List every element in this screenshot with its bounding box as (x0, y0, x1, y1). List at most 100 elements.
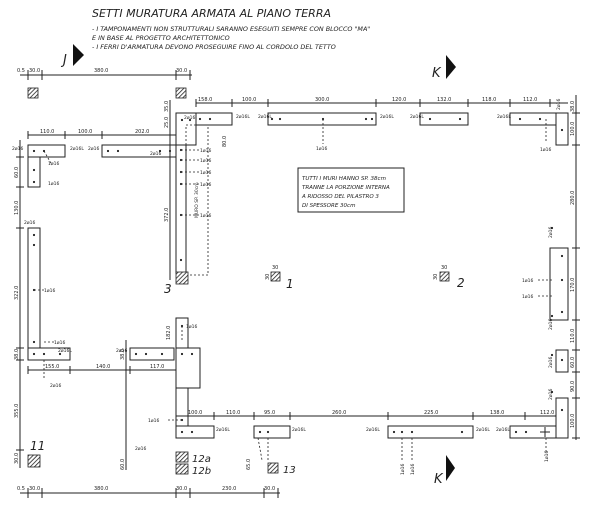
inner-wall-30cm (175, 144, 187, 274)
drawing-title: SETTI MURATURA ARMATA AL PIANO TERRA (92, 7, 331, 20)
svg-text:202.0: 202.0 (135, 129, 149, 135)
lower-left-dimensions: 155.0 140.0 117.0 (27, 364, 177, 374)
svg-text:118.0: 118.0 (482, 97, 496, 103)
svg-text:2ø16L: 2ø16L (58, 348, 72, 354)
svg-text:100.0: 100.0 (78, 129, 92, 135)
svg-text:112.0: 112.0 (523, 97, 537, 103)
svg-text:30.0: 30.0 (176, 486, 187, 492)
svg-text:2ø16L: 2ø16L (380, 114, 394, 120)
svg-text:TUTTI I MURI HANNO SP. 38cm: TUTTI I MURI HANNO SP. 38cm (302, 176, 386, 182)
svg-text:1ø16: 1ø16 (544, 451, 550, 462)
upper-left-dimensions: 110.0 100.0 202.0 (27, 129, 187, 139)
svg-text:38.0: 38.0 (120, 349, 126, 360)
svg-text:30.0: 30.0 (264, 486, 275, 492)
svg-text:TRANNE LA PORZIONE INTERNA: TRANNE LA PORZIONE INTERNA (302, 185, 390, 191)
upper-left-wall-a (27, 144, 66, 158)
svg-text:2ø16: 2ø16 (135, 446, 146, 452)
svg-text:1ø16: 1ø16 (200, 182, 211, 188)
svg-text:380.0: 380.0 (94, 486, 108, 492)
svg-text:100.0: 100.0 (188, 410, 202, 416)
pillar-top-left (27, 87, 39, 99)
svg-text:30: 30 (441, 265, 447, 271)
svg-text:1ø16: 1ø16 (522, 278, 533, 284)
svg-text:182.0: 182.0 (166, 326, 172, 340)
svg-text:132.0: 132.0 (437, 97, 451, 103)
svg-text:2ø16: 2ø16 (12, 146, 23, 152)
svg-text:K: K (434, 472, 444, 487)
svg-text:2ø16L: 2ø16L (70, 146, 84, 152)
bottom-rebars: 2ø16L 2ø16L 2ø16L 2ø16L 2ø16L 1ø16 1ø16 … (180, 427, 564, 475)
svg-text:A RIDOSSO DEL PILASTRO 3: A RIDOSSO DEL PILASTRO 3 (301, 194, 379, 200)
svg-text:38.0: 38.0 (14, 349, 20, 360)
upper-left-rebars: 2ø16 2ø16L 2ø16 1ø16 1ø16 (12, 146, 172, 187)
svg-text:35.0: 35.0 (164, 101, 170, 112)
svg-text:95.0: 95.0 (264, 410, 275, 416)
pillar-top-mid (175, 87, 187, 99)
inner-wall-label: MURO SP. 30cm (194, 182, 200, 218)
section-j-marker: J (60, 44, 84, 68)
svg-text:2: 2 (457, 276, 465, 290)
svg-text:1ø16: 1ø16 (410, 464, 416, 475)
svg-text:2ø16L: 2ø16L (476, 427, 490, 433)
svg-text:90.0: 90.0 (570, 381, 576, 392)
svg-text:30: 30 (265, 274, 271, 280)
svg-text:230.0: 230.0 (222, 486, 236, 492)
pillar-11-marker (27, 454, 41, 468)
right-walls: 1ø16 1ø16 2ø16 2ø16 2ø16 2ø16 2ø16 (522, 99, 569, 439)
pillar-12a-label: 12a (192, 454, 211, 465)
right-vertical-dimensions: 38.0 100.0 280.0 170.0 110.0 60.0 90.0 1… (570, 95, 580, 440)
lower-left-wall (27, 347, 71, 361)
inner-lower-rebars: 1ø16 1ø16 2ø16 182.0 38.0 60.0 65.0 (120, 324, 252, 470)
svg-text:80.0: 80.0 (222, 136, 228, 147)
svg-text:1ø16: 1ø16 (200, 148, 211, 154)
pillar-3-marker (175, 271, 189, 285)
svg-text:2ø16: 2ø16 (548, 389, 554, 400)
svg-text:2ø16L: 2ø16L (496, 427, 510, 433)
section-k-top-marker: K (432, 55, 456, 81)
svg-text:1ø16: 1ø16 (522, 294, 533, 300)
svg-text:2ø16: 2ø16 (88, 146, 99, 152)
svg-text:38.0: 38.0 (570, 101, 576, 112)
svg-text:100.0: 100.0 (242, 97, 256, 103)
svg-text:2ø16L: 2ø16L (258, 114, 272, 120)
svg-text:2ø16: 2ø16 (24, 220, 35, 226)
inner-rebars: 1ø16 1ø16 1ø16 1ø16 1ø16 2ø16 2ø16 (150, 115, 211, 262)
svg-text:1ø16: 1ø16 (200, 158, 211, 164)
pillar-3-label: 3 (164, 282, 172, 296)
pillar-2: 30 30 2 (433, 265, 465, 290)
svg-text:1ø16: 1ø16 (48, 181, 59, 187)
svg-text:300.0: 300.0 (315, 97, 329, 103)
svg-text:110.0: 110.0 (40, 129, 54, 135)
svg-text:110.0: 110.0 (570, 329, 576, 343)
svg-text:60.0: 60.0 (570, 357, 576, 368)
pillar-13-marker (267, 462, 279, 474)
inner-lower-thick (175, 347, 201, 389)
svg-text:30.0: 30.0 (29, 68, 40, 74)
svg-text:112.0: 112.0 (540, 410, 554, 416)
svg-text:2ø16L: 2ø16L (366, 427, 380, 433)
svg-text:1ø16: 1ø16 (200, 170, 211, 176)
svg-text:2ø16: 2ø16 (150, 151, 161, 157)
top-run-dimensions: 158.0 100.0 300.0 120.0 132.0 118.0 112.… (195, 97, 568, 107)
note-box: TUTTI I MURI HANNO SP. 38cm TRANNE LA PO… (297, 167, 405, 213)
svg-text:155.0: 155.0 (45, 364, 59, 370)
bottom-wall-3 (387, 425, 474, 439)
svg-text:1ø16: 1ø16 (148, 418, 159, 424)
svg-text:100.0: 100.0 (570, 414, 576, 428)
svg-text:2ø16: 2ø16 (116, 348, 127, 354)
svg-text:110.0: 110.0 (226, 410, 240, 416)
svg-text:65.0: 65.0 (246, 459, 252, 470)
svg-text:158.0: 158.0 (198, 97, 212, 103)
svg-text:2ø16: 2ø16 (548, 357, 554, 368)
svg-text:355.0: 355.0 (14, 404, 20, 418)
bottom-run-dimensions: 100.0 110.0 95.0 260.0 225.0 138.0 112.0 (175, 410, 569, 420)
svg-text:372.0: 372.0 (164, 208, 170, 222)
note-line-1: - I TAMPONAMENTI NON STRUTTURALI SARANNO… (92, 25, 370, 33)
svg-text:322.0: 322.0 (14, 286, 20, 300)
svg-text:170.0: 170.0 (570, 278, 576, 292)
bottom-wall-2 (253, 425, 291, 439)
svg-text:1ø16: 1ø16 (186, 324, 197, 330)
svg-text:2ø16L: 2ø16L (236, 114, 250, 120)
svg-text:140.0: 140.0 (96, 364, 110, 370)
svg-text:2ø16L: 2ø16L (410, 114, 424, 120)
